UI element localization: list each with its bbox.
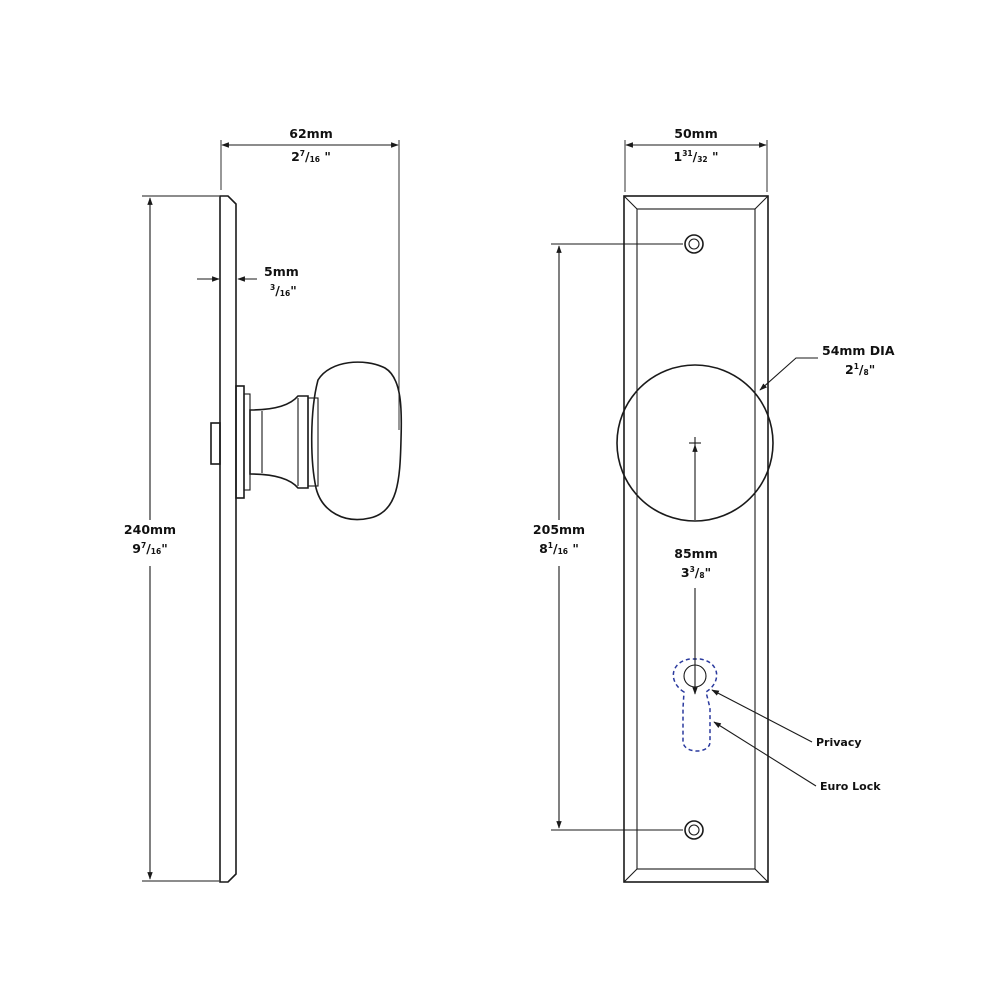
bottom-screw-hole xyxy=(684,820,704,840)
front-view xyxy=(551,140,818,883)
side-width-mm: 62mm xyxy=(289,126,333,141)
front-plate-outer xyxy=(623,195,769,883)
bevel-tl xyxy=(623,195,638,210)
backset-mm: 85mm xyxy=(674,546,718,561)
side-thickness-in: 3/16" xyxy=(270,283,297,298)
knob-diameter-mm: 54mm DIA xyxy=(822,343,895,358)
side-width-in: 27/16 " xyxy=(291,149,331,164)
backset-in: 33/8" xyxy=(680,565,712,580)
side-height-in: 97/16" xyxy=(132,541,168,556)
privacy-leader xyxy=(711,689,813,743)
top-screw-hole xyxy=(684,234,704,254)
euro-lock-label: Euro Lock xyxy=(820,780,881,793)
euro-lock-outline xyxy=(672,658,718,752)
knob-diameter-in: 21/8" xyxy=(845,362,876,377)
side-lock-nub xyxy=(210,422,221,465)
side-knob-neck xyxy=(249,395,309,489)
side-knob-head xyxy=(310,361,403,521)
euro-lock-leader xyxy=(713,721,817,787)
bevel-br xyxy=(754,868,769,883)
front-plate-inner xyxy=(636,208,756,870)
side-knob-collar xyxy=(307,397,319,487)
side-rose xyxy=(235,385,245,499)
side-rose-step xyxy=(243,393,251,491)
side-height-mm: 240mm xyxy=(123,522,177,537)
side-thickness-mm: 5mm xyxy=(264,264,299,279)
bevel-tr xyxy=(754,195,769,210)
privacy-label: Privacy xyxy=(816,736,862,749)
screw-centers-in: 81/16 " xyxy=(539,541,579,556)
diameter-leader xyxy=(759,357,818,391)
front-knob xyxy=(616,364,774,522)
front-width-in: 131/32 " xyxy=(673,149,719,164)
bevel-bl xyxy=(623,868,638,883)
side-plate xyxy=(219,195,237,883)
side-view xyxy=(142,140,403,883)
front-width-mm: 50mm xyxy=(674,126,718,141)
screw-centers-mm: 205mm xyxy=(532,522,586,537)
